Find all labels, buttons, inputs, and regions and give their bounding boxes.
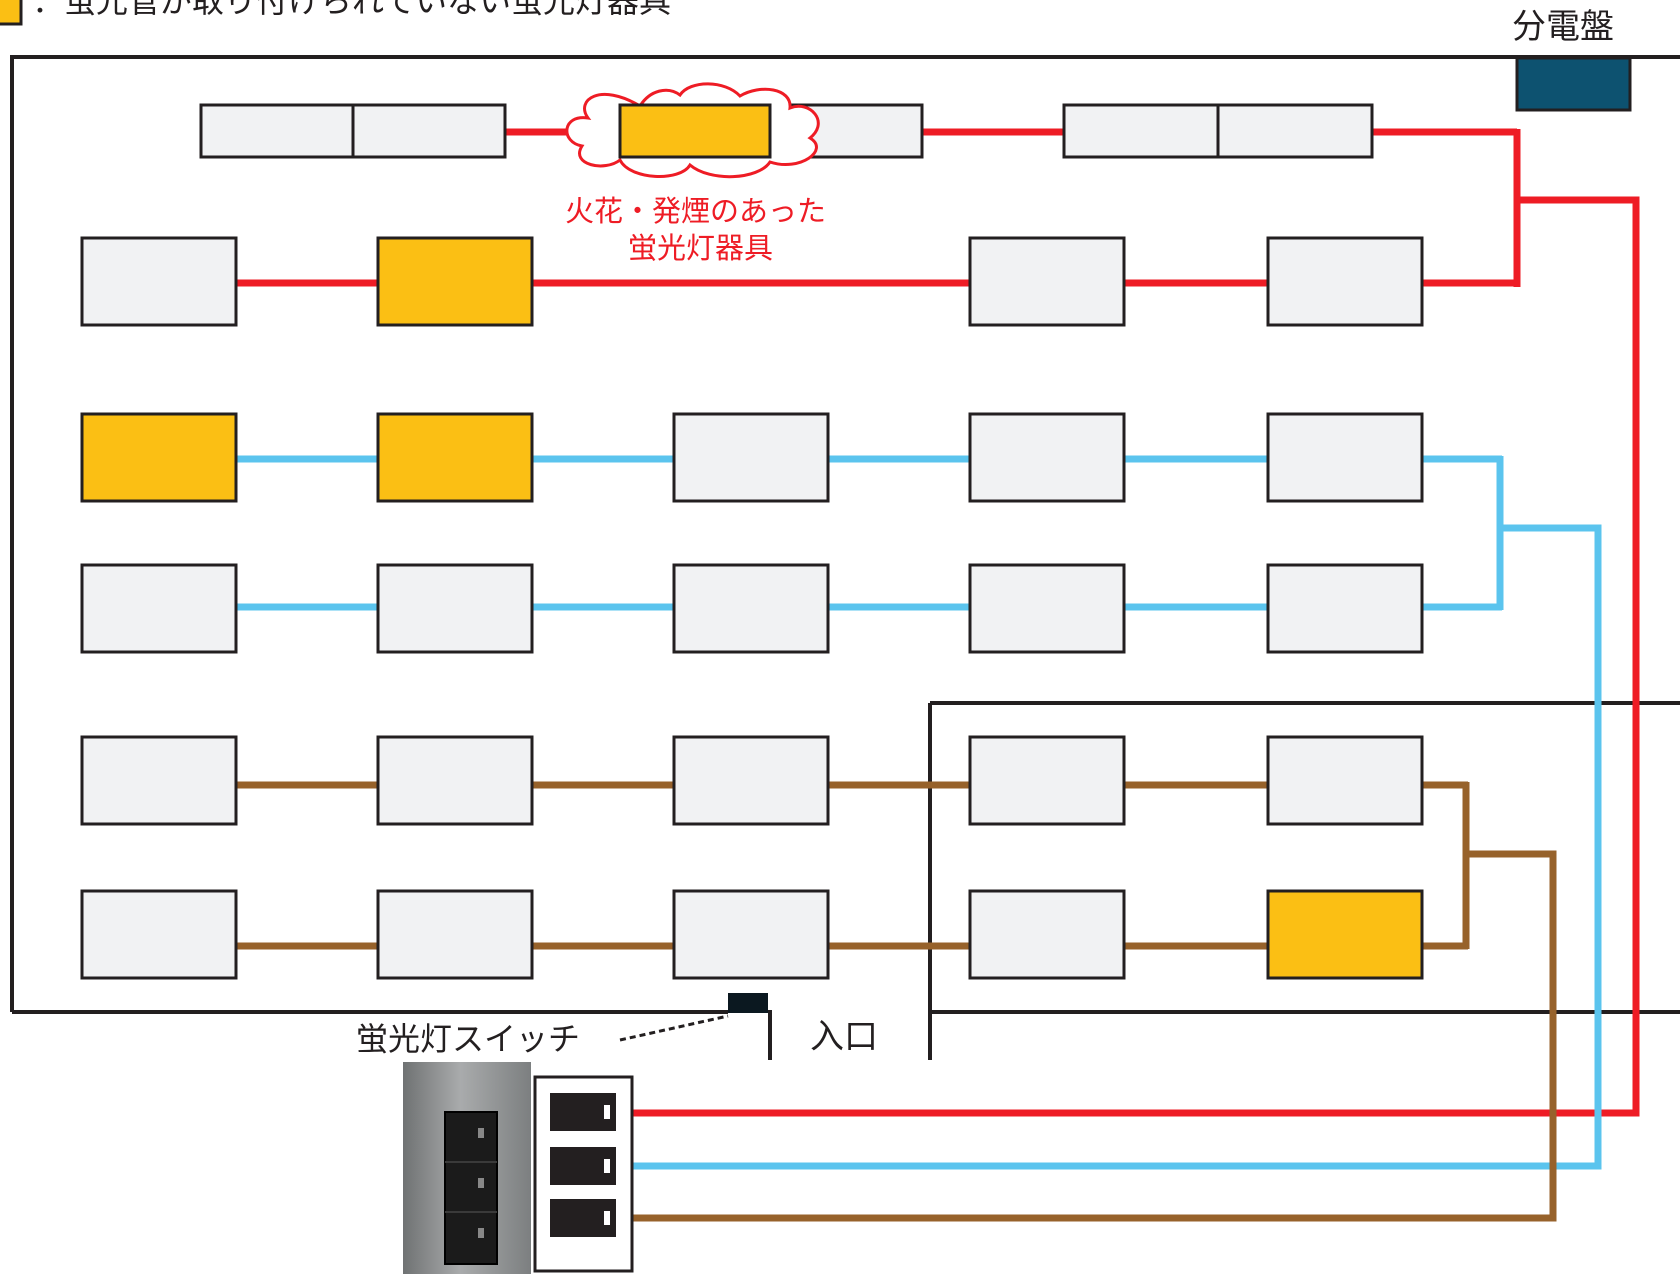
fixture-brown2-5-empty bbox=[1266, 889, 1424, 980]
room-outline bbox=[10, 55, 1680, 1060]
fixture-brown1-5 bbox=[1266, 735, 1424, 826]
fixture-red-3 bbox=[968, 236, 1126, 327]
switch-label: 蛍光灯スイッチ bbox=[356, 1020, 580, 1058]
fixture-row-blue-1 bbox=[80, 412, 1424, 503]
circuit-brown-wires bbox=[236, 781, 1557, 1222]
fixture-row-brown-2 bbox=[80, 889, 1424, 980]
fixture-red-1 bbox=[80, 236, 238, 327]
panel-label: 分電盤 bbox=[1512, 7, 1614, 47]
fixture-red-4 bbox=[1266, 236, 1424, 327]
spark-cloud-icon bbox=[565, 82, 820, 179]
spark-label: 火花・発煙のあった bbox=[565, 194, 826, 228]
legend-text: ：蛍光管が取り付けられていない蛍光灯器具 bbox=[32, 0, 671, 20]
fixture-blue2-4 bbox=[968, 563, 1126, 654]
switch-plate-icon bbox=[403, 1062, 531, 1274]
entrance-label: 入口 bbox=[810, 1017, 878, 1057]
fixture-brown2-3 bbox=[672, 889, 830, 980]
circuit-red-wires bbox=[236, 128, 1640, 1117]
fixture-blue2-3 bbox=[672, 563, 830, 654]
spark-label-line2: 蛍光灯器具 bbox=[628, 231, 773, 265]
switch-schematic bbox=[533, 1075, 634, 1273]
fixture-brown1-2 bbox=[376, 735, 534, 826]
fixture-brown1-4 bbox=[968, 735, 1126, 826]
fixture-top-6 bbox=[1216, 103, 1374, 159]
fixture-brown2-2 bbox=[376, 889, 534, 980]
fixture-row-blue-2 bbox=[80, 563, 1424, 654]
fixture-brown1-3 bbox=[672, 735, 830, 826]
fixture-row-red bbox=[80, 236, 1424, 327]
switch-marker bbox=[728, 993, 768, 1013]
fixture-blue2-2 bbox=[376, 563, 534, 654]
distribution-panel bbox=[1515, 56, 1632, 112]
fixture-red-2-empty bbox=[376, 236, 534, 327]
legend-swatch bbox=[0, 0, 23, 26]
fixture-top-2 bbox=[351, 103, 507, 159]
fixture-blue1-5 bbox=[1266, 412, 1424, 503]
fixture-brown1-1 bbox=[80, 735, 238, 826]
fixture-blue1-1-empty bbox=[80, 412, 238, 503]
switch-leader-line bbox=[619, 1014, 729, 1042]
fixture-blue1-2-empty bbox=[376, 412, 534, 503]
fixture-blue2-1 bbox=[80, 563, 238, 654]
fixture-top-5 bbox=[1062, 103, 1220, 159]
fixture-top-1 bbox=[199, 103, 355, 159]
fixture-blue1-4 bbox=[968, 412, 1126, 503]
fixture-brown2-1 bbox=[80, 889, 238, 980]
circuit-blue-wires bbox=[236, 455, 1602, 1170]
fixture-brown2-4 bbox=[968, 889, 1126, 980]
fixture-blue1-3 bbox=[672, 412, 830, 503]
fixture-top-3-burnt bbox=[618, 103, 772, 159]
fixture-blue2-5 bbox=[1266, 563, 1424, 654]
fixture-row-brown-1 bbox=[80, 735, 1424, 826]
